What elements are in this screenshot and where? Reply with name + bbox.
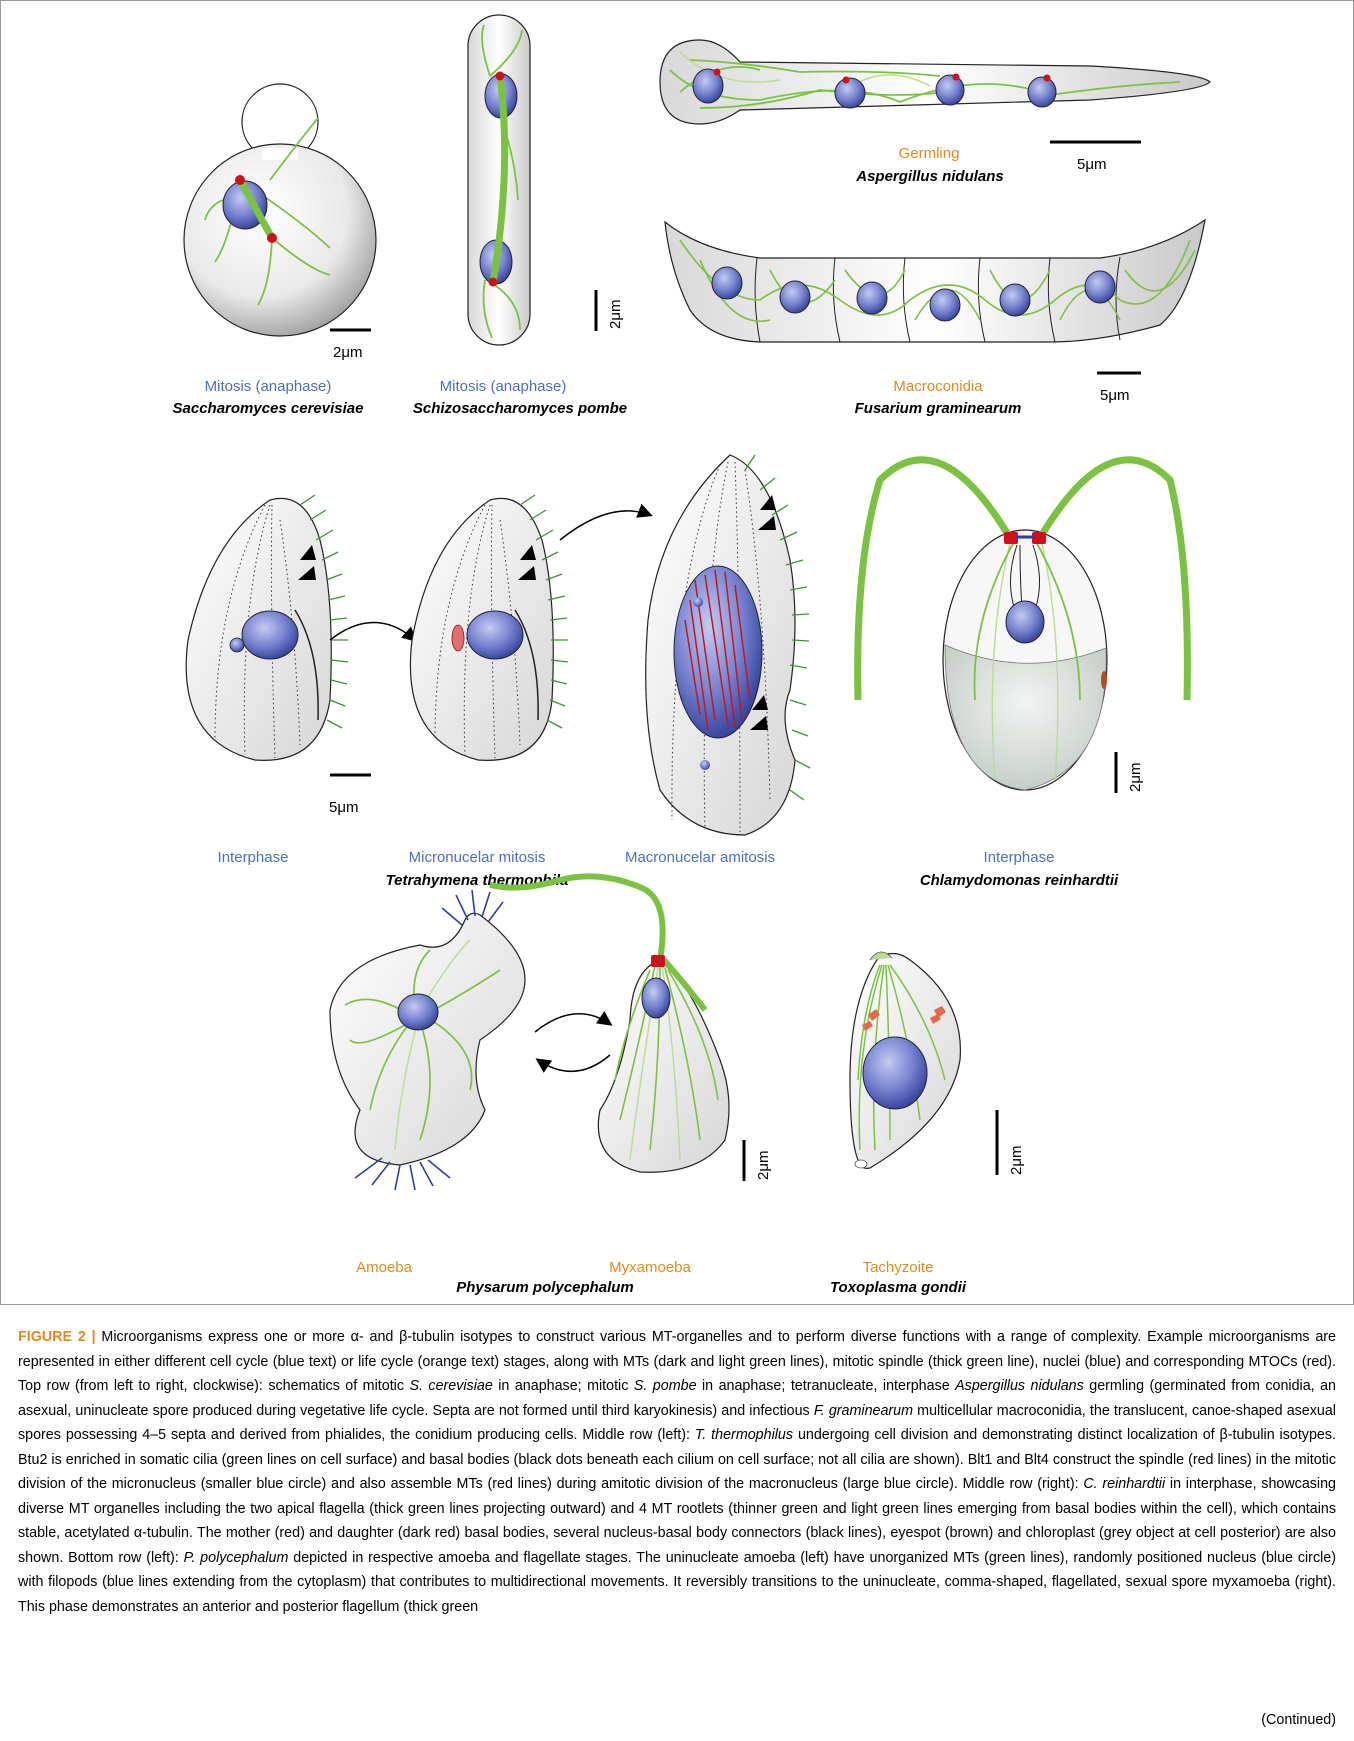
cerevisiae-scale-label: 2μm <box>333 344 362 361</box>
caption-species: S. pombe <box>634 1378 697 1394</box>
toxoplasma-cell <box>850 952 960 1168</box>
pombe-scale-label: 2μm <box>607 300 624 329</box>
cerevisiae-stage-label: Mitosis (anaphase) <box>205 378 332 395</box>
physarum-amoeba-label: Amoeba <box>356 1259 413 1276</box>
caption-species: P. polycephalum <box>184 1550 289 1566</box>
fusarium-species-label: Fusarium graminearum <box>855 400 1022 417</box>
pombe-stage-label: Mitosis (anaphase) <box>440 378 567 395</box>
aspergillus-germling <box>660 40 1210 124</box>
figure-id: FIGURE 2 | <box>18 1329 96 1345</box>
tetrahymena-interphase-cell <box>186 495 348 760</box>
tetrahymena-amitosis-cell <box>646 455 810 835</box>
tetra-micro-label: Micronucelar mitosis <box>409 849 546 866</box>
figure-caption: FIGURE 2 | Microorganisms express one or… <box>18 1325 1336 1619</box>
caption-text: in anaphase; tetranucleate, interphase <box>697 1378 956 1394</box>
tetra-macro-label: Macronucelar amitosis <box>625 849 775 866</box>
tetra-interphase-label: Interphase <box>218 849 289 866</box>
aspergillus-scale-label: 5μm <box>1077 156 1106 173</box>
fusarium-scale-label: 5μm <box>1100 387 1129 404</box>
arrow-mitosis-to-amitosis <box>560 511 650 540</box>
continued-note: (Continued) <box>1261 1712 1336 1728</box>
arrow-amoeba-to-myxamoeba <box>535 1014 610 1032</box>
fusarium-macroconidia <box>665 220 1205 342</box>
fusarium-stage-label: Macroconidia <box>893 378 983 395</box>
pombe-species-label: Schizosaccharomyces pombe <box>413 400 627 417</box>
caption-species: F. graminearum <box>814 1403 913 1419</box>
caption-text: in anaphase; mitotic <box>493 1378 634 1394</box>
physarum-myxamoeba-label: Myxamoeba <box>609 1259 691 1276</box>
toxo-species-label: Toxoplasma gondii <box>830 1279 967 1296</box>
chlamy-species-label: Chlamydomonas reinhardtii <box>920 872 1119 889</box>
physarum-scale-label: 2μm <box>755 1151 772 1180</box>
tetra-scale-label: 5μm <box>329 799 358 816</box>
cerevisiae-cell <box>184 84 376 336</box>
chlamy-scale-label: 2μm <box>1127 763 1144 792</box>
caption-species: T. thermophilus <box>695 1427 793 1443</box>
aspergillus-species-label: Aspergillus nidulans <box>855 168 1004 185</box>
caption-species: S. cerevisiae <box>409 1378 492 1394</box>
arrow-myxamoeba-to-amoeba <box>538 1055 610 1071</box>
aspergillus-stage-label: Germling <box>899 145 960 162</box>
chlamydomonas-cell <box>858 460 1188 790</box>
physarum-amoeba-cell <box>330 890 525 1190</box>
arrow-interphase-to-mitosis <box>330 623 415 641</box>
physarum-species-label: Physarum polycephalum <box>456 1279 634 1296</box>
tetrahymena-mitosis-cell <box>410 495 568 760</box>
cerevisiae-species-label: Saccharomyces cerevisiae <box>173 400 364 417</box>
pombe-cell <box>468 15 530 345</box>
toxo-scale-label: 2μm <box>1008 1146 1025 1175</box>
toxo-stage-label: Tachyzoite <box>863 1259 934 1276</box>
chlamy-stage-label: Interphase <box>984 849 1055 866</box>
caption-species: Aspergillus nidulans <box>955 1378 1084 1394</box>
figure-illustration: 2μm Mitosis (anaphase) Saccharomyces cer… <box>0 0 1354 1305</box>
caption-species: C. reinhardtii <box>1083 1476 1165 1492</box>
